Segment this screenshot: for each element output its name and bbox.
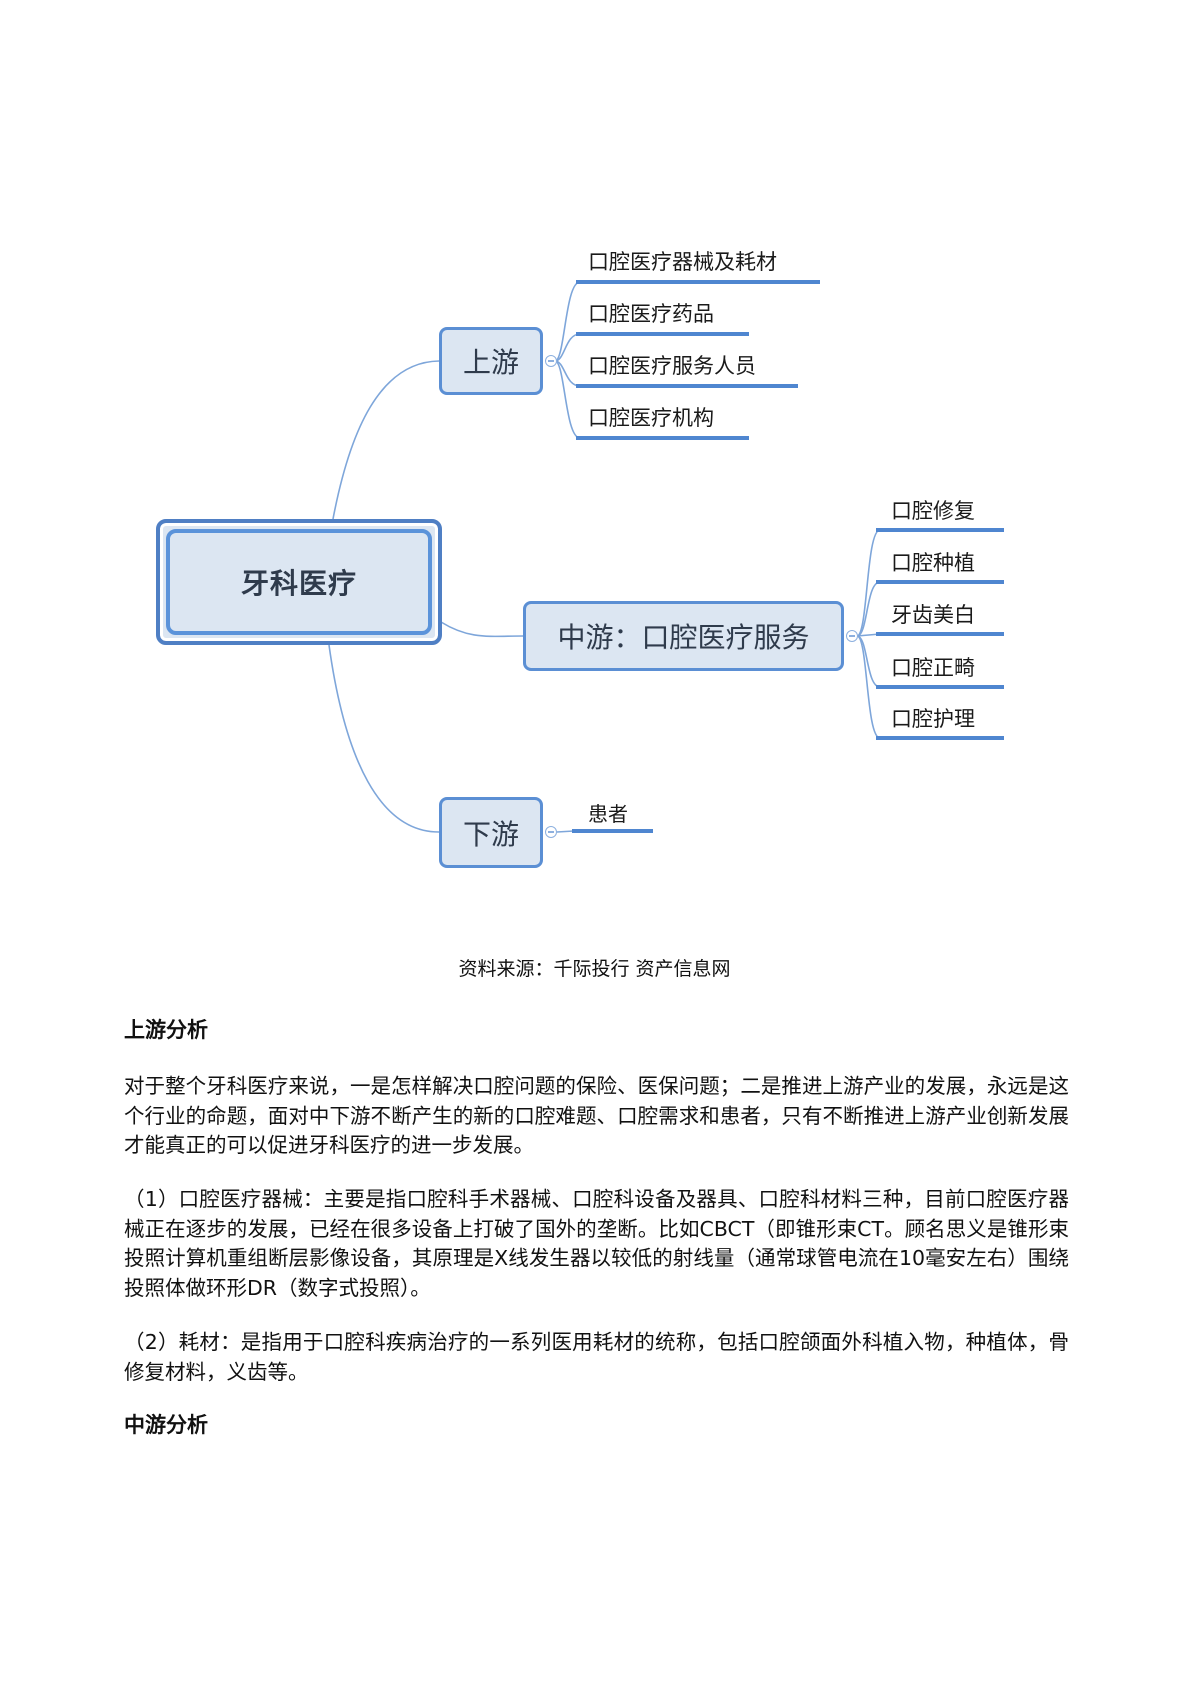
leaf-node[interactable]: 口腔医疗器械及耗材 [588, 250, 777, 274]
collapse-toggle-icon[interactable] [846, 630, 858, 642]
root-node-inner [166, 529, 432, 635]
paragraph-item2-wrap: （2）耗材：是指用于口腔科疾病治疗的一系列医用耗材的统称，包括口腔颌面外科植入物… [124, 1328, 1069, 1387]
connector-root-upstream [332, 360, 440, 520]
paragraph-consumables: （2）耗材：是指用于口腔科疾病治疗的一系列医用耗材的统称，包括口腔颌面外科植入物… [124, 1330, 1069, 1384]
branch-label: 下游 [462, 817, 519, 851]
root-node[interactable]: 牙科医疗 [156, 519, 442, 645]
branch-node-upstream[interactable]: 上游 [439, 327, 543, 395]
paragraph-upstream-intro-wrap: 对于整个牙科医疗来说，一是怎样解决口腔问题的保险、医保问题；二是推进上游产业的发… [124, 1072, 1069, 1161]
connector-root-midstream [440, 621, 524, 638]
leaf-node[interactable]: 患者 [588, 802, 628, 826]
root-node-label: 牙科医疗 [240, 567, 357, 600]
paragraph-upstream-intro: 对于整个牙科医疗来说，一是怎样解决口腔问题的保险、医保问题；二是推进上游产业的发… [124, 1074, 1069, 1158]
connector-root-downstream [328, 644, 440, 833]
leaf-node[interactable]: 牙齿美白 [891, 603, 975, 627]
branch-node-downstream[interactable]: 下游 [439, 797, 543, 868]
connector-upstream-leaf [554, 281, 581, 362]
leaf-node[interactable]: 口腔医疗药品 [588, 302, 714, 326]
leaf-node[interactable]: 口腔正畸 [891, 656, 975, 680]
upstream-underlines [576, 280, 820, 440]
mind-map: 牙科医疗 上游 中游：口腔医疗服务 下游 口腔医疗器械及耗材 口腔医疗药品 口腔… [156, 250, 1004, 868]
connector-midstream-leaf [856, 635, 881, 688]
section-heading-upstream: 上游分析 [124, 1018, 208, 1042]
leaf-node[interactable]: 口腔医疗机构 [588, 406, 714, 430]
connector-midstream-leaf [856, 581, 881, 637]
upstream-fan [554, 281, 581, 439]
midstream-underlines [876, 528, 1004, 740]
leaf-node[interactable]: 口腔修复 [891, 499, 975, 523]
leaf-node[interactable]: 口腔种植 [891, 551, 975, 575]
section-heading-midstream: 中游分析 [124, 1413, 208, 1437]
collapse-toggle-icon[interactable] [545, 355, 557, 367]
connector-midstream-leaf [856, 635, 881, 739]
connector-upstream-leaf [554, 360, 581, 439]
connector-downstream-leaf [556, 830, 575, 833]
paragraph-medical-devices: （1）口腔医疗器械：主要是指口腔科手术器械、口腔科设备及器具、口腔科材料三种，目… [124, 1187, 1069, 1301]
collapse-toggle-icon[interactable] [545, 826, 557, 838]
branch-node-midstream[interactable]: 中游：口腔医疗服务 [523, 601, 844, 671]
leaf-node[interactable]: 口腔护理 [891, 707, 975, 731]
paragraph-item1-wrap: （1）口腔医疗器械：主要是指口腔科手术器械、口腔科设备及器具、口腔科材料三种，目… [124, 1185, 1069, 1304]
connector-midstream-leaf [856, 529, 881, 637]
figure-source-caption: 资料来源：千际投行 资产信息网 [458, 958, 731, 980]
branch-label: 上游 [462, 346, 519, 379]
document-body: 上游分析 [124, 1014, 1069, 1044]
branch-label: 中游：口腔医疗服务 [557, 621, 810, 654]
leaf-node[interactable]: 口腔医疗服务人员 [588, 354, 756, 378]
midstream-heading-wrap: 中游分析 [124, 1409, 1069, 1439]
mind-map-connectors [328, 280, 1004, 833]
